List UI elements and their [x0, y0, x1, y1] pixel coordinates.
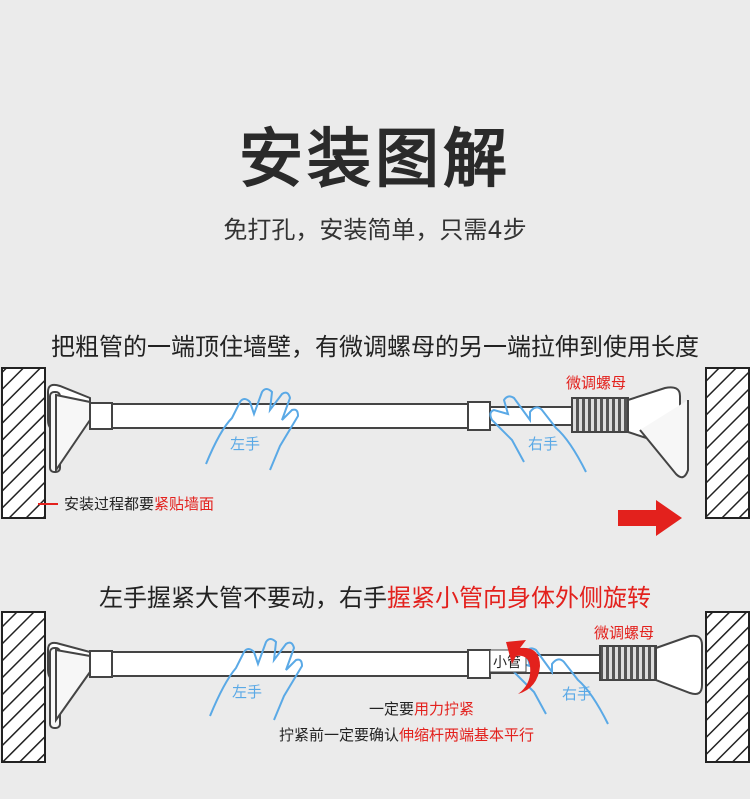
- right-wall: [705, 367, 750, 519]
- step2-instruction-prefix: 左手握紧大管不要动，右手: [99, 584, 387, 612]
- left-wall-2: [1, 611, 46, 763]
- nut-label: 微调螺母: [566, 374, 626, 392]
- left-wall: [1, 367, 46, 519]
- right-hand-label: 右手: [528, 435, 558, 453]
- left-hand-label: 左手: [230, 435, 260, 453]
- step2-instruction: 左手握紧大管不要动，右手握紧小管向身体外侧旋转: [0, 578, 750, 613]
- step1-note: 安装过程都要紧贴墙面: [64, 495, 214, 513]
- right-wall-2: [705, 611, 750, 763]
- page-subtitle: 免打孔，安装简单，只需4步: [223, 216, 527, 244]
- right-hand-label-2: 右手: [562, 685, 592, 703]
- left-hand-icon: [205, 388, 300, 471]
- tube-label: 小管: [493, 655, 521, 671]
- telescopic-rod: [47, 383, 689, 479]
- step2-note-2: 拧紧前一定要确认伸缩杆两端基本平行: [279, 726, 534, 744]
- right-hand-icon: [489, 395, 587, 473]
- rotate-arrow-icon: [506, 640, 540, 694]
- pull-arrow-icon: [618, 500, 682, 536]
- step2-instruction-highlight: 握紧小管向身体外侧旋转: [387, 584, 651, 612]
- step2-note-1: 一定要用力拧紧: [369, 700, 474, 718]
- step1-instruction: 把粗管的一端顶住墙壁，有微调螺母的另一端拉伸到使用长度: [51, 333, 699, 361]
- left-hand-label-2: 左手: [232, 683, 262, 701]
- left-hand-icon-2: [209, 638, 304, 721]
- page-title: 安装图解: [239, 123, 511, 197]
- nut-label-2: 微调螺母: [594, 624, 654, 642]
